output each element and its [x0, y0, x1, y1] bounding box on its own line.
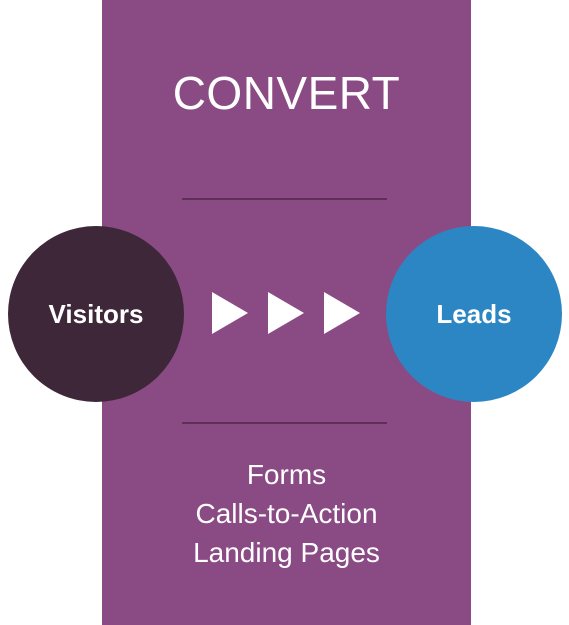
visitors-circle: Visitors [8, 226, 184, 402]
visitors-label: Visitors [48, 298, 144, 329]
tactic-item-forms: Forms [246, 459, 327, 490]
play-triangle-icon [268, 292, 304, 334]
play-triangle-icon [324, 292, 360, 334]
tactic-item-calls-to-action: Calls-to-Action [195, 498, 378, 529]
leads-label: Leads [436, 298, 512, 329]
stage-title: CONVERT [172, 67, 401, 119]
flow-arrows [212, 292, 360, 334]
bottom-divider [182, 422, 387, 424]
tactics-list: Forms Calls-to-Action Landing Pages [102, 455, 471, 572]
leads-circle: Leads [386, 226, 562, 402]
top-divider [182, 198, 387, 200]
tactic-item-landing-pages: Landing Pages [193, 537, 380, 568]
play-triangle-icon [212, 292, 248, 334]
